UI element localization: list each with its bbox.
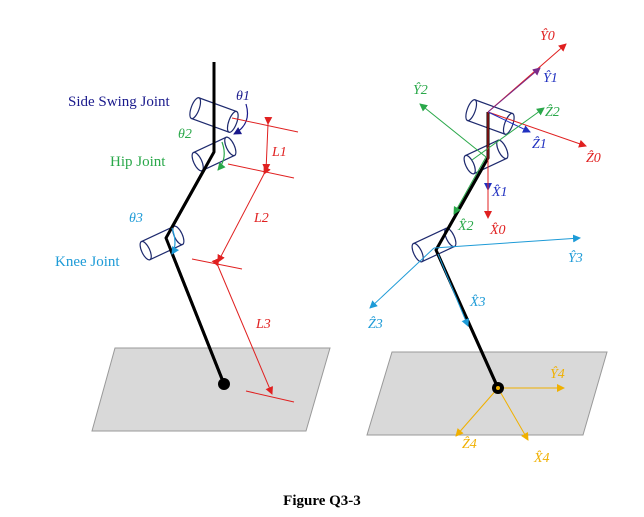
knee-joint-label: Knee Joint [55, 254, 120, 270]
axis-Z2-arrow [471, 107, 545, 161]
axis-Y4-label: Ŷ4 [550, 365, 565, 382]
frame1-cylinder [465, 99, 515, 135]
axis-X3-arrow [437, 253, 469, 327]
axis-X2-arrow [453, 156, 487, 215]
axis-Y3-label: Ŷ3 [568, 249, 583, 266]
axis-X4-arrow [497, 387, 529, 441]
hip-joint-label: Hip Joint [110, 154, 166, 170]
axis-Y1-label: Ŷ1 [543, 69, 558, 86]
axis-Z0-label: Ẑ0 [586, 149, 601, 166]
axis-Z4-label: Ẑ4 [462, 435, 477, 452]
dimension-lines [191, 116, 299, 403]
axis-X2-label: X̂2 [457, 218, 474, 234]
axis-Y3-arrow [433, 234, 581, 249]
axis-Y2-arrow [419, 103, 487, 158]
theta1-label: θ1 [236, 89, 250, 104]
axis-Z3-label: Ẑ3 [368, 315, 383, 332]
figure-caption: Figure Q3-3 [283, 493, 361, 509]
leg-links-left-front [164, 62, 226, 385]
right-diagram: Ŷ0 Ŷ1 Ŷ2 Ẑ2 Ẑ1 Ẑ0 X̂1 X̂2 X̂0 Ŷ3 X̂3 Ẑ3 … [366, 27, 608, 466]
axis-Y1-arrow [487, 67, 541, 113]
axis-Z0-arrow [487, 111, 587, 148]
axis-X3-label: X̂3 [469, 294, 486, 310]
axis-Z1-arrow [487, 111, 531, 133]
L2-label: L2 [253, 211, 269, 226]
theta1-rotation-arrow [233, 103, 249, 135]
L3-label: L3 [255, 317, 271, 332]
theta3-label: θ3 [129, 211, 143, 226]
ground-plane-right [366, 351, 608, 436]
axis-X0-label: X̂0 [489, 222, 506, 238]
axis-Z3-arrow [369, 247, 435, 309]
side-swing-joint-label: Side Swing Joint [68, 94, 171, 110]
axis-X1-label: X̂1 [491, 184, 508, 200]
axis-Z4-arrow [455, 387, 499, 437]
theta2-label: θ2 [178, 127, 192, 142]
theta3-rotation-arrow [171, 227, 180, 255]
knee-cylinder [139, 225, 185, 261]
left-diagram: Side Swing Joint Hip Joint Knee Joint θ1… [55, 62, 331, 432]
axis-Z1-label: Ẑ1 [532, 135, 547, 152]
axis-X4-label: X̂4 [533, 450, 550, 466]
frame3-cylinder [411, 227, 457, 263]
axis-Y0-label: Ŷ0 [540, 27, 555, 44]
L1-label: L1 [271, 145, 287, 160]
axis-Y2-label: Ŷ2 [413, 81, 428, 98]
axis-Z2-label: Ẑ2 [545, 103, 560, 120]
foot-point-right-center [496, 386, 500, 390]
ground-plane-left [91, 347, 331, 432]
